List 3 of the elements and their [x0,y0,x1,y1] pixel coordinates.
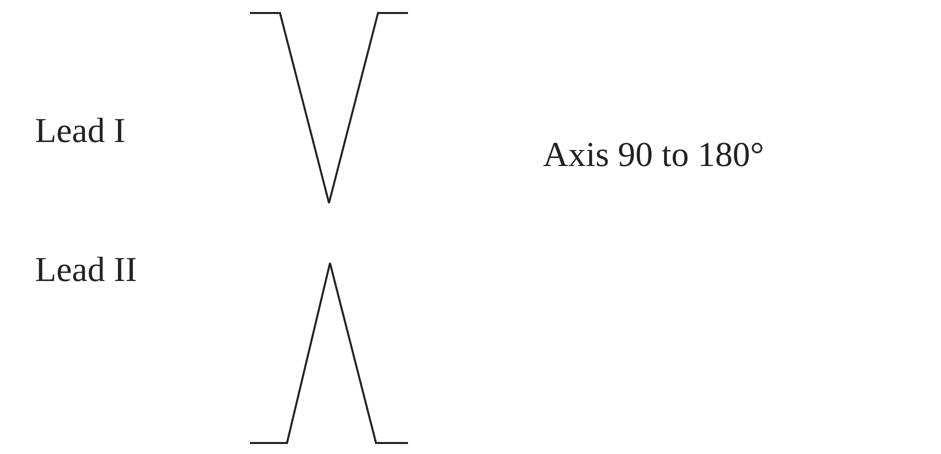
lead-label: Lead II [35,252,138,287]
axis-label: Axis 90 to 180° [543,137,764,172]
lead-label: Lead I [35,113,126,148]
